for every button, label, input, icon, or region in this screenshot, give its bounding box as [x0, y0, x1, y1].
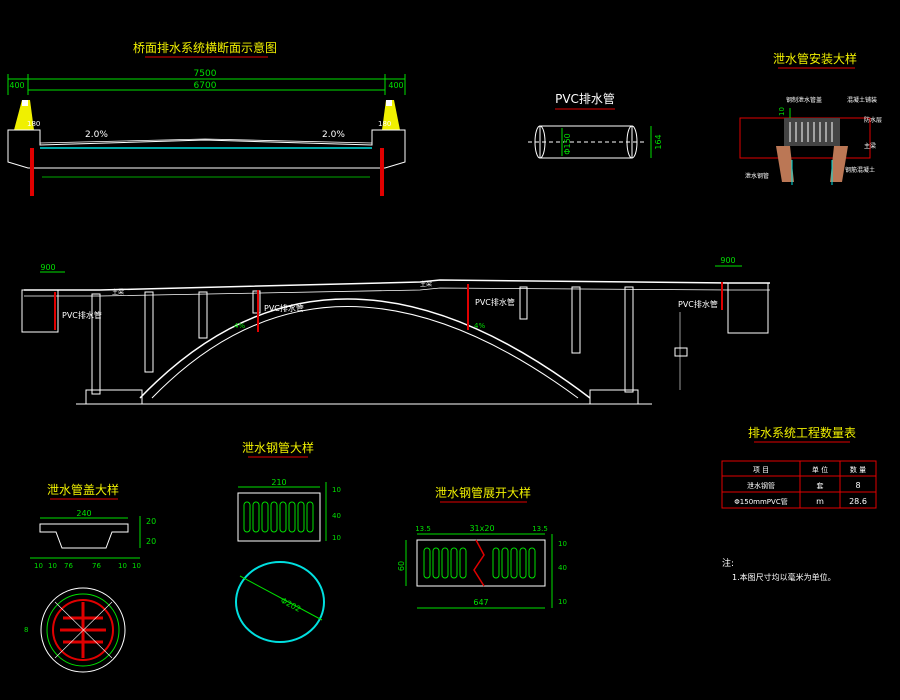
- cs-slope-left: 2.0%: [85, 130, 108, 140]
- cs-dim-right: 400: [388, 81, 403, 90]
- unfolded-detail: 泄水钢管展开大样 13.5 31x20 13.5 60 10 40 10 647: [397, 485, 567, 609]
- table-header-unit: 单 位: [812, 465, 828, 474]
- elev-small-label-2: 主梁: [420, 280, 432, 288]
- elev-pvc-label-3: PVC排水管: [475, 297, 515, 307]
- unfolded-dim-left: 13.5: [415, 525, 431, 533]
- table-row-2-qty: 28.6: [849, 497, 867, 506]
- bridge-elevation: 900 900 PVC排水管 PVC排水管 PVC排水管 PVC排水管 主梁 主…: [21, 256, 770, 405]
- pvc-title: PVC排水管: [555, 91, 615, 106]
- unfolded-dim-right: 13.5: [532, 525, 548, 533]
- elev-small-label-1: 主梁: [112, 288, 124, 296]
- steel-title: 泄水钢管大样: [242, 440, 314, 455]
- table-row-1-qty: 8: [855, 481, 860, 490]
- table-row-1-item: 泄水钢管: [747, 481, 775, 490]
- grate-dim-b6: 10: [132, 562, 141, 570]
- unfolded-dim-r1: 10: [558, 540, 567, 548]
- notes-item-1: 1.本图尺寸均以毫米为单位。: [732, 572, 836, 582]
- steel-dim-r2: 40: [332, 512, 341, 520]
- install-dim-top: 10: [778, 107, 786, 116]
- grate-dim-width: 240: [76, 509, 91, 518]
- elev-dim-label-2: 4%: [474, 322, 485, 330]
- elev-pvc-label-1: PVC排水管: [62, 310, 102, 320]
- table-row-1-unit: 套: [817, 481, 824, 490]
- cs-slope-right: 2.0%: [322, 130, 345, 140]
- cross-section: 桥面排水系统横断面示意图 7500 6700 400 400 2.0% 2.0%…: [7, 40, 406, 196]
- grate-dim-b5: 10: [118, 562, 127, 570]
- unfolded-dim-total: 647: [473, 598, 488, 607]
- unfolded-dim-mid: 31x20: [469, 524, 494, 533]
- table-title: 排水系统工程数量表: [748, 425, 856, 440]
- elev-pvc-label-2: PVC排水管: [264, 303, 304, 313]
- install-label-5: 泄水钢管: [745, 172, 769, 180]
- install-title: 泄水管安装大样: [773, 51, 857, 66]
- unfolded-dim-height: 60: [397, 561, 406, 571]
- table-header-qty: 数 量: [850, 465, 866, 474]
- steel-dim-r1: 10: [332, 486, 341, 494]
- grate-dim-b1: 10: [34, 562, 43, 570]
- grate-dim-b4: 76: [92, 562, 101, 570]
- install-label-6: 钢筋混凝土: [845, 166, 875, 174]
- table-header-item: 项 目: [753, 466, 769, 474]
- unfolded-dim-r3: 10: [558, 598, 567, 606]
- grate-dim-b2: 10: [48, 562, 57, 570]
- grate-dim-b3: 76: [64, 562, 73, 570]
- steel-dim-r3: 10: [332, 534, 341, 542]
- quantity-table: 排水系统工程数量表 项 目 单 位 数 量 泄水钢管 套 8 Φ150mmPVC…: [721, 425, 877, 509]
- grate-detail: 泄水管盖大样 240 20 20 10 10 76 76 10 10 8: [24, 482, 156, 673]
- grate-title: 泄水管盖大样: [47, 482, 119, 497]
- cs-dim-small-left: 180: [27, 120, 40, 128]
- elev-pvc-label-4: PVC排水管: [678, 299, 718, 309]
- steel-dim-width: 210: [271, 478, 286, 487]
- cross-section-title: 桥面排水系统横断面示意图: [133, 40, 277, 55]
- grate-dim-side: 20: [146, 537, 156, 546]
- grate-dim-height: 20: [146, 517, 156, 526]
- elev-dim-right: 900: [720, 256, 735, 265]
- unfolded-title: 泄水钢管展开大样: [435, 485, 531, 500]
- pvc-dim-inner: Φ150: [563, 133, 572, 155]
- cs-dim-inner: 6700: [194, 81, 217, 91]
- grate-dim-left-small: 8: [24, 626, 28, 634]
- install-label-3: 防水层: [864, 116, 882, 124]
- table-row-2-unit: m: [816, 497, 824, 506]
- notes-heading: 注:: [722, 557, 734, 569]
- install-label-1: 钢制泄水管盖: [786, 96, 822, 104]
- unfolded-dim-r2: 40: [558, 564, 567, 572]
- pvc-dim-outer: 164: [654, 134, 663, 149]
- elev-dim-left: 900: [40, 263, 55, 272]
- cs-dim-left: 400: [9, 81, 24, 90]
- elev-dim-label-1: 4%: [234, 322, 245, 330]
- cs-dim-total: 7500: [194, 69, 217, 79]
- notes: 注: 1.本图尺寸均以毫米为单位。: [722, 557, 836, 582]
- install-label-4: 主梁: [864, 142, 876, 150]
- install-detail: 泄水管安装大样 10 钢制泄水管盖 混凝土铺装 防水层 主梁 泄水钢管 钢筋混凝…: [739, 51, 882, 185]
- cs-dim-small-right: 180: [378, 120, 391, 128]
- table-row-2-item: Φ150mmPVC管: [734, 497, 787, 506]
- pvc-pipe-detail: PVC排水管 Φ150 164: [528, 91, 663, 159]
- install-label-2: 混凝土铺装: [847, 96, 877, 104]
